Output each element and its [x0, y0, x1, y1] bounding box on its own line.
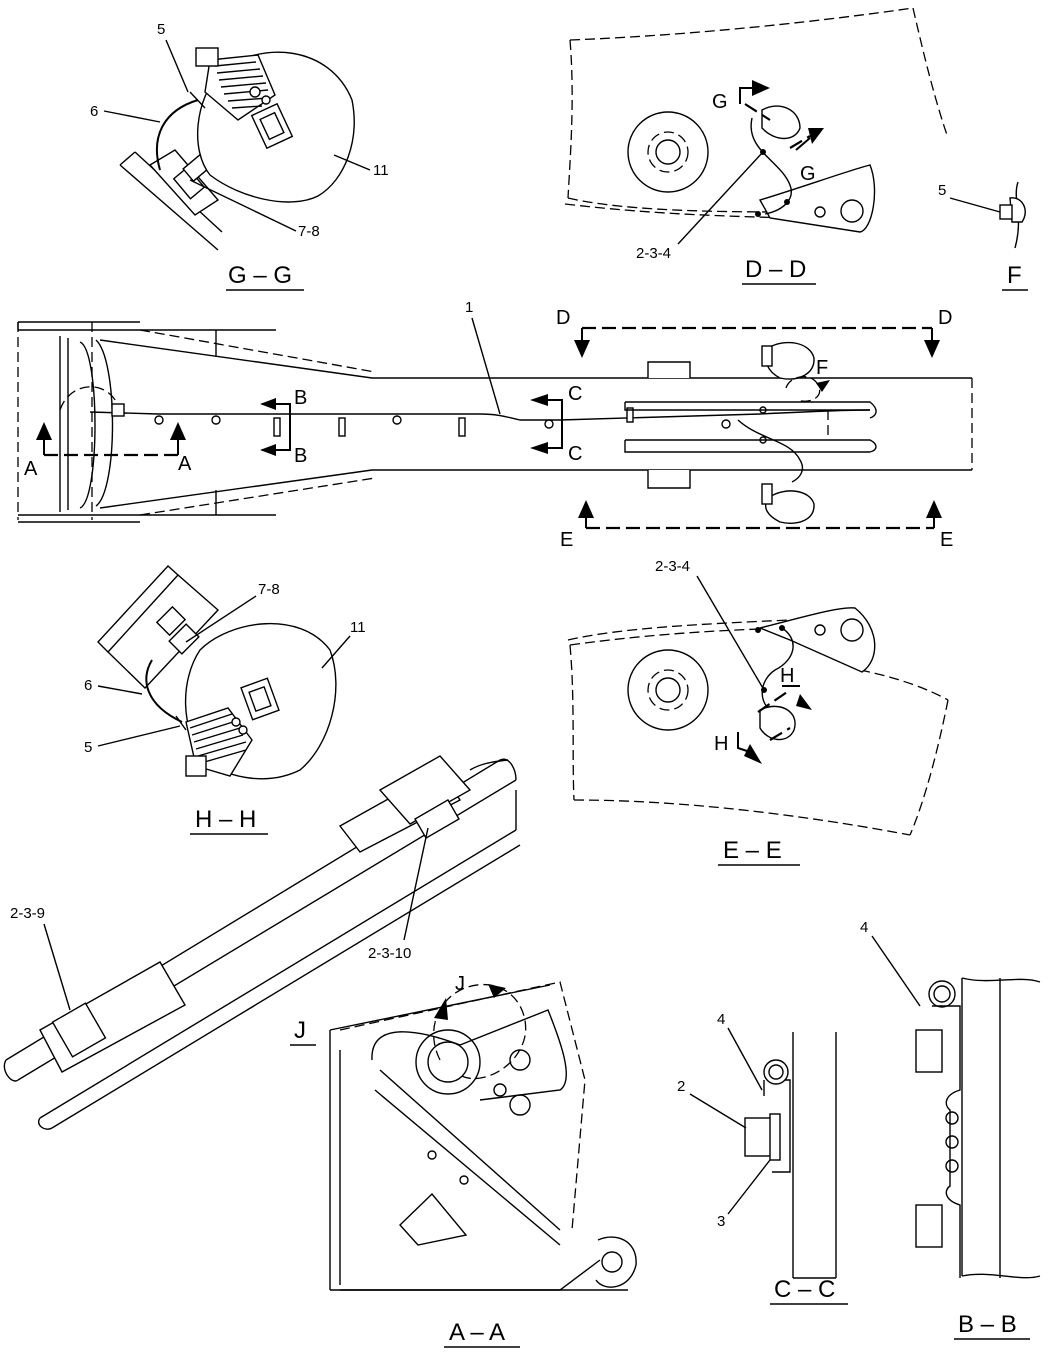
main-plan-view: F A A B B C C D D E [17, 299, 973, 551]
view-a-a: J A – A [329, 973, 637, 1348]
callout-11-hh: 11 [350, 619, 366, 636]
section-label-h-bottom: H [714, 733, 728, 755]
callout-6-hh: 6 [84, 677, 92, 694]
callout-2-3-4-dd: 2-3-4 [636, 245, 671, 262]
view-f: 5 F [938, 181, 1028, 291]
callout-4-cc: 4 [717, 1011, 725, 1028]
section-label-d-right: D [938, 307, 952, 329]
view-title-f: F [1007, 262, 1022, 289]
section-label-c-bottom: C [568, 443, 582, 465]
view-title-d-d: D – D [745, 256, 806, 283]
section-label-g-bottom: G [800, 163, 816, 185]
callout-3-cc: 3 [717, 1213, 725, 1230]
view-b-b: 4 B – B [860, 919, 1041, 1340]
section-label-g-top: G [712, 91, 728, 113]
section-label-e-left: E [560, 529, 573, 551]
section-label-a-right: A [178, 453, 192, 475]
view-title-e-e: E – E [723, 837, 782, 864]
view-j: 2-3-9 2-3-10 J [3, 755, 521, 1130]
view-e-e: H H 2-3-4 E – E [567, 558, 949, 866]
callout-7-8-gg: 7-8 [298, 223, 320, 240]
view-h-h: 7-8 11 6 5 H – H [84, 565, 366, 835]
callout-7-8-hh: 7-8 [258, 581, 280, 598]
section-label-h-top: H [780, 665, 794, 687]
callout-2-cc: 2 [677, 1078, 685, 1095]
callout-2-3-10: 2-3-10 [368, 945, 411, 962]
view-title-b-b: B – B [958, 1311, 1017, 1338]
callout-4-bb: 4 [860, 919, 868, 936]
callout-1: 1 [465, 299, 473, 316]
view-c-c: 4 2 3 C – C [677, 1011, 848, 1305]
callout-5-gg: 5 [157, 21, 165, 38]
callout-5-hh: 5 [84, 739, 92, 756]
callout-2-3-4-ee: 2-3-4 [655, 558, 690, 575]
view-g-g: 5 6 11 7-8 G – G [90, 21, 389, 291]
callout-2-3-9: 2-3-9 [10, 905, 45, 922]
detail-label-f: F [816, 357, 828, 379]
callout-11-gg: 11 [373, 162, 389, 179]
section-label-b-bottom: B [294, 445, 307, 467]
callout-6-gg: 6 [90, 103, 98, 120]
callout-5-f: 5 [938, 182, 946, 199]
section-label-e-right: E [940, 529, 953, 551]
section-label-d-left: D [556, 307, 570, 329]
detail-label-j: J [455, 973, 465, 995]
section-label-b-top: B [294, 387, 307, 409]
view-title-c-c: C – C [774, 1276, 835, 1303]
view-title-h-h: H – H [195, 806, 256, 833]
view-title-j: J [294, 1017, 306, 1044]
section-label-c-top: C [568, 383, 582, 405]
section-label-a-left: A [24, 458, 38, 480]
view-title-g-g: G – G [228, 262, 292, 289]
view-title-a-a: A – A [449, 1319, 505, 1346]
view-d-d: G G 2-3-4 D – D [564, 7, 949, 285]
